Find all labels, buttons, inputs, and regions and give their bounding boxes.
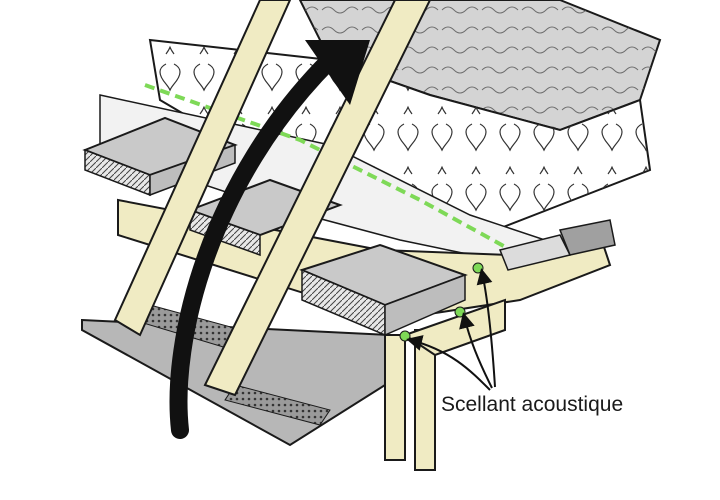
sealant-dot-3 [472,262,484,274]
callout-arrow [406,268,496,391]
rafter-1 [113,0,292,337]
airflow-arrow [169,51,339,439]
wall-framing [402,298,506,357]
wall-stud-left [384,334,406,461]
rafter-2 [203,0,432,397]
baffle-board-3 [299,243,468,337]
airflow-arrow-head [305,40,370,105]
sealant-label: Scellant acoustique [441,393,624,416]
sealant-dot-1 [399,330,411,342]
sealant-dot-2 [454,306,466,318]
